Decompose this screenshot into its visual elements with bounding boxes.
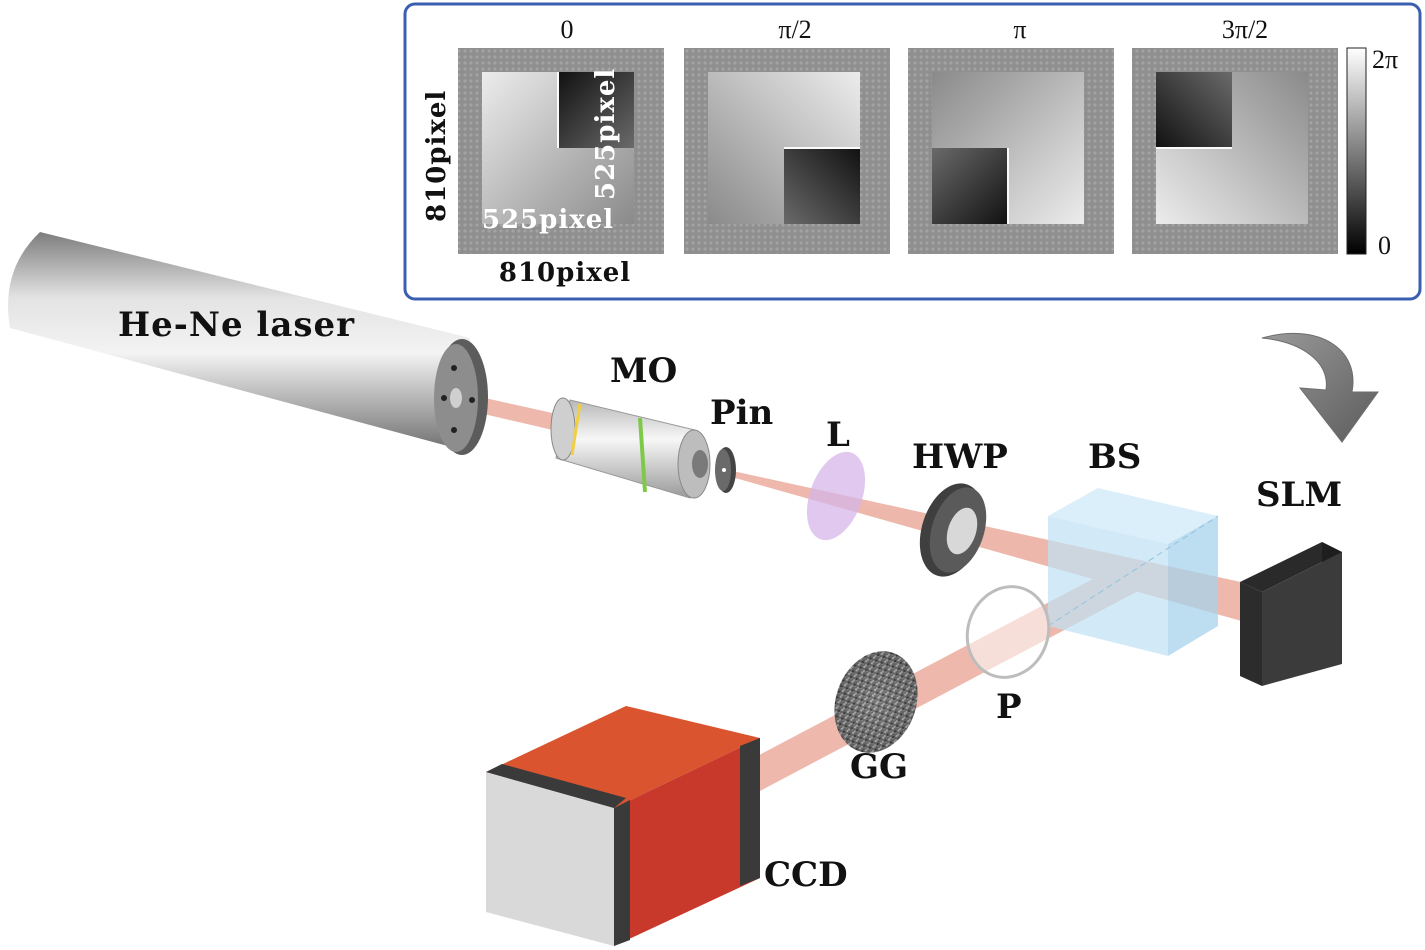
inner-width-label: 525pixel	[482, 205, 614, 235]
bs-label: BS	[1088, 437, 1141, 477]
lens: L	[806, 415, 866, 541]
outer-height-label: 810pixel	[422, 90, 452, 222]
laser-label: He-Ne laser	[118, 305, 355, 345]
phase-panel	[684, 48, 890, 254]
phase-label-pi: π	[1013, 15, 1026, 44]
spiral-phase-square	[932, 72, 1084, 224]
outer-width-label: 810pixel	[499, 258, 631, 288]
curved-arrow-icon	[1261, 333, 1379, 443]
spiral-phase-square	[482, 72, 634, 224]
spatial-light-modulator: SLM	[1240, 475, 1342, 686]
phase-label-pi-half: π/2	[778, 15, 811, 44]
he-ne-laser: He-Ne laser	[8, 232, 488, 455]
ccd-label: CCD	[764, 855, 848, 895]
spiral-phase-square	[708, 72, 860, 224]
phase-label-0: 0	[561, 15, 574, 44]
ground-glass: GG	[834, 651, 918, 787]
microscope-objective: MO	[550, 351, 711, 499]
ccd-camera: CCD	[486, 706, 848, 946]
pin-label: Pin	[710, 393, 773, 433]
phase-label-3pi-half: 3π/2	[1222, 15, 1268, 44]
phase-panel	[908, 48, 1114, 254]
colorbar-max-label: 2π	[1372, 45, 1398, 74]
inner-height-label: 525pixel	[591, 68, 621, 200]
pinhole: Pin	[710, 393, 773, 493]
gg-label: GG	[850, 747, 908, 787]
colorbar-min-label: 0	[1378, 231, 1391, 260]
beam-splitter: BS	[1047, 437, 1219, 656]
phase-panel	[458, 48, 664, 254]
slm-label: SLM	[1256, 475, 1342, 515]
hwp-label: HWP	[912, 437, 1008, 477]
polarizer-label: P	[996, 687, 1022, 727]
spiral-phase-square	[1156, 72, 1308, 224]
half-wave-plate: HWP	[912, 437, 1008, 577]
phase-panel	[1132, 48, 1338, 254]
phase-pattern-inset: 0 π/2 π 3π/2 810pixel 810pixel 525pixel …	[403, 2, 1422, 301]
phase-panels	[458, 48, 1338, 254]
polarizer: P	[965, 585, 1051, 727]
lens-label: L	[826, 415, 850, 455]
phase-colorbar	[1346, 47, 1367, 255]
mo-label: MO	[610, 351, 677, 391]
